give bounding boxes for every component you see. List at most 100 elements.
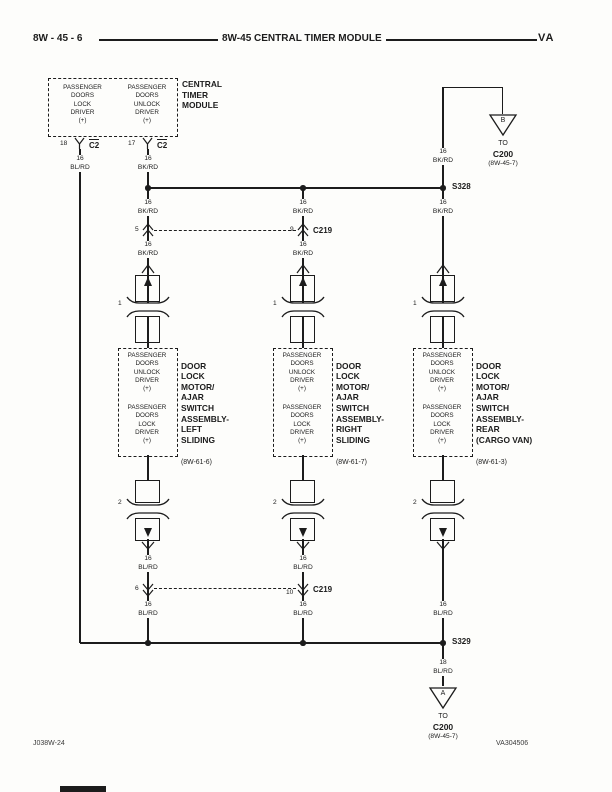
wire-label-16-blrd: 16 BL/RD — [58, 155, 102, 173]
footer-right-code: VA304506 — [496, 740, 529, 747]
motor3-name-label: DOOR LOCK MOTOR/ AJAR SWITCH ASSEMBLY- R… — [476, 360, 533, 466]
terminal-y-icon — [74, 137, 85, 149]
arrow-up-icon — [439, 277, 447, 286]
inline-pin-chevron-down-icon — [297, 583, 309, 597]
arrow-up-icon — [144, 277, 152, 286]
splice-s329-label: S329 — [452, 637, 471, 646]
wire-bl-left-vertical — [79, 149, 81, 643]
motor2-page-ref: (8W-61-7) — [336, 458, 367, 466]
header-rule-left — [99, 39, 218, 41]
vehicle-code: VA — [538, 32, 555, 44]
footer-left-code: J038W-24 — [33, 740, 65, 747]
c219-top-pin-5: 5 — [135, 226, 139, 233]
terminal-y-icon — [142, 137, 153, 149]
registration-mark — [60, 786, 106, 792]
door-lock-motor-left-sliding-box — [118, 348, 178, 457]
wire-out-of-box — [442, 455, 444, 481]
component-chevron-up-icon — [296, 264, 310, 274]
connector-housing — [135, 480, 160, 503]
motor3-top-pin: 1 — [413, 300, 417, 307]
splice-dot-s329 — [440, 640, 446, 646]
wire-label-16-bkrd: 16 BK/RD — [126, 155, 170, 173]
ctm-unlock-driver-label: PASSENGER DOORS UNLOCK DRIVER (+) — [127, 84, 167, 125]
splice-dot — [145, 185, 151, 191]
splice-dot — [300, 640, 306, 646]
ctm-connector-c2-left: C2 — [89, 139, 100, 150]
c219-bottom-pin-10: 10 — [286, 589, 294, 596]
connector-housing — [430, 275, 455, 302]
connector-housing — [430, 518, 455, 541]
component-chevron-down-icon — [141, 541, 155, 552]
ctm-pin-18: 18 — [60, 140, 68, 147]
door-lock-motor-rear-box — [413, 348, 473, 457]
door-lock-motor-right-sliding-box — [273, 348, 333, 457]
component-chevron-up-icon — [141, 264, 155, 274]
offpage-triangle-b-icon — [488, 114, 518, 137]
ctm-pin-17: 17 — [128, 140, 136, 147]
inline-pin-chevron-down-icon — [142, 583, 154, 597]
motor1-top-pin: 1 — [118, 300, 122, 307]
disconnect-brackets-icon — [126, 296, 170, 318]
wire-bl-col3-lower — [442, 539, 444, 643]
connector-housing — [430, 316, 455, 343]
disconnect-brackets-icon — [421, 296, 465, 318]
wire-label-16-bkrd: 16 BK/RD — [421, 148, 465, 166]
c200-top-ref: (8W-45-7) — [488, 160, 518, 167]
wire-into-box — [302, 316, 304, 348]
component-chevron-down-icon — [296, 541, 310, 552]
wire-bk-col1-upper — [147, 149, 149, 303]
motor1-lock-driver-label: PASSENGER DOORS LOCK DRIVER (+) — [127, 404, 167, 445]
triangle-letter-a: A — [440, 690, 446, 697]
arrow-down-icon — [299, 528, 307, 537]
motor3-unlock-driver-label: PASSENGER DOORS UNLOCK DRIVER (+) — [422, 352, 462, 393]
motor2-lock-driver-label: PASSENGER DOORS LOCK DRIVER (+) — [282, 404, 322, 445]
wire-s328-to-c200 — [442, 87, 444, 187]
connector-housing — [290, 316, 315, 343]
wire-bk-col3-upper — [442, 189, 444, 303]
connector-housing — [135, 275, 160, 302]
connector-housing — [290, 518, 315, 541]
wire-into-box — [147, 316, 149, 348]
motor3-page-ref: (8W-61-3) — [476, 458, 507, 466]
component-chevron-up-icon — [436, 264, 450, 274]
c219-bottom-pin-6: 6 — [135, 585, 139, 592]
wire-out-of-box — [302, 455, 304, 481]
splice-dot — [145, 640, 151, 646]
inline-pin-chevron-up-icon — [142, 223, 154, 237]
offpage-triangle-a-icon — [428, 687, 458, 710]
disconnect-brackets-icon — [126, 498, 170, 520]
motor2-bottom-pin: 2 — [273, 499, 277, 506]
splice-dot — [300, 185, 306, 191]
top-bus-wire — [148, 187, 444, 189]
bottom-bus-wire — [80, 642, 443, 644]
triangle-letter-b: B — [500, 117, 506, 124]
wire-bl-col1-lower — [147, 539, 149, 643]
motor1-name-label: DOOR LOCK MOTOR/ AJAR SWITCH ASSEMBLY- L… — [181, 360, 230, 466]
connector-housing — [290, 480, 315, 503]
page-title: 8W-45 CENTRAL TIMER MODULE — [222, 33, 382, 44]
splice-s328-label: S328 — [452, 182, 471, 191]
ctm-connector-c2-right: C2 — [157, 139, 168, 150]
disconnect-brackets-icon — [281, 296, 325, 318]
ctm-name-label: CENTRAL TIMER MODULE — [182, 79, 223, 111]
c219-top-pin-9: 9 — [290, 226, 294, 233]
motor2-name-label: DOOR LOCK MOTOR/ AJAR SWITCH ASSEMBLY- R… — [336, 360, 385, 466]
splice-dot-s328 — [440, 185, 446, 191]
connector-housing — [290, 275, 315, 302]
connector-housing — [430, 480, 455, 503]
c219-bottom-label: C219 — [313, 585, 333, 594]
connector-housing — [135, 518, 160, 541]
disconnect-brackets-icon — [281, 498, 325, 520]
c219-top-label: C219 — [313, 226, 333, 235]
page-code: 8W - 45 - 6 — [33, 33, 83, 44]
